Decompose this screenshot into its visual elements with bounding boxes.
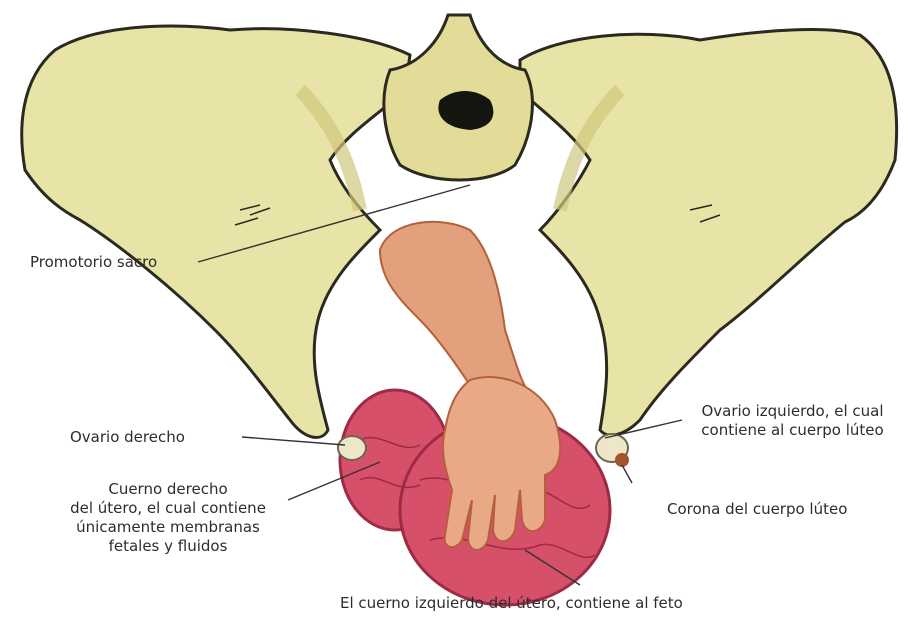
right-ilium-wing <box>22 26 410 437</box>
leader-corona <box>622 465 632 483</box>
hand <box>443 377 560 550</box>
label-right-horn-line-4: fetales y fluidos <box>48 537 288 556</box>
label-right-horn-line-2: del útero, el cual contiene <box>48 499 288 518</box>
label-right-horn-line-1: Cuerno derecho <box>48 480 288 499</box>
label-right-ovary: Ovario derecho <box>70 428 185 447</box>
label-corona: Corona del cuerpo lúteo <box>667 500 847 519</box>
leader-right-ovary <box>242 437 345 445</box>
right-ovary <box>338 436 366 460</box>
label-left-ovary-line-2: contiene al cuerpo lúteo <box>680 421 905 440</box>
label-left-horn: El cuerno izquierdo del útero, contiene … <box>340 594 683 613</box>
forearm <box>380 222 530 400</box>
label-right-horn-line-3: únicamente membranas <box>48 518 288 537</box>
left-ilium-wing <box>520 30 897 436</box>
label-left-ovary: Ovario izquierdo, el cual contiene al cu… <box>680 402 905 440</box>
corpus-luteum-corona <box>615 453 629 467</box>
label-promontory: Promotorio sacro <box>30 253 157 272</box>
label-left-ovary-line-1: Ovario izquierdo, el cual <box>680 402 905 421</box>
label-right-horn: Cuerno derecho del útero, el cual contie… <box>48 480 288 556</box>
